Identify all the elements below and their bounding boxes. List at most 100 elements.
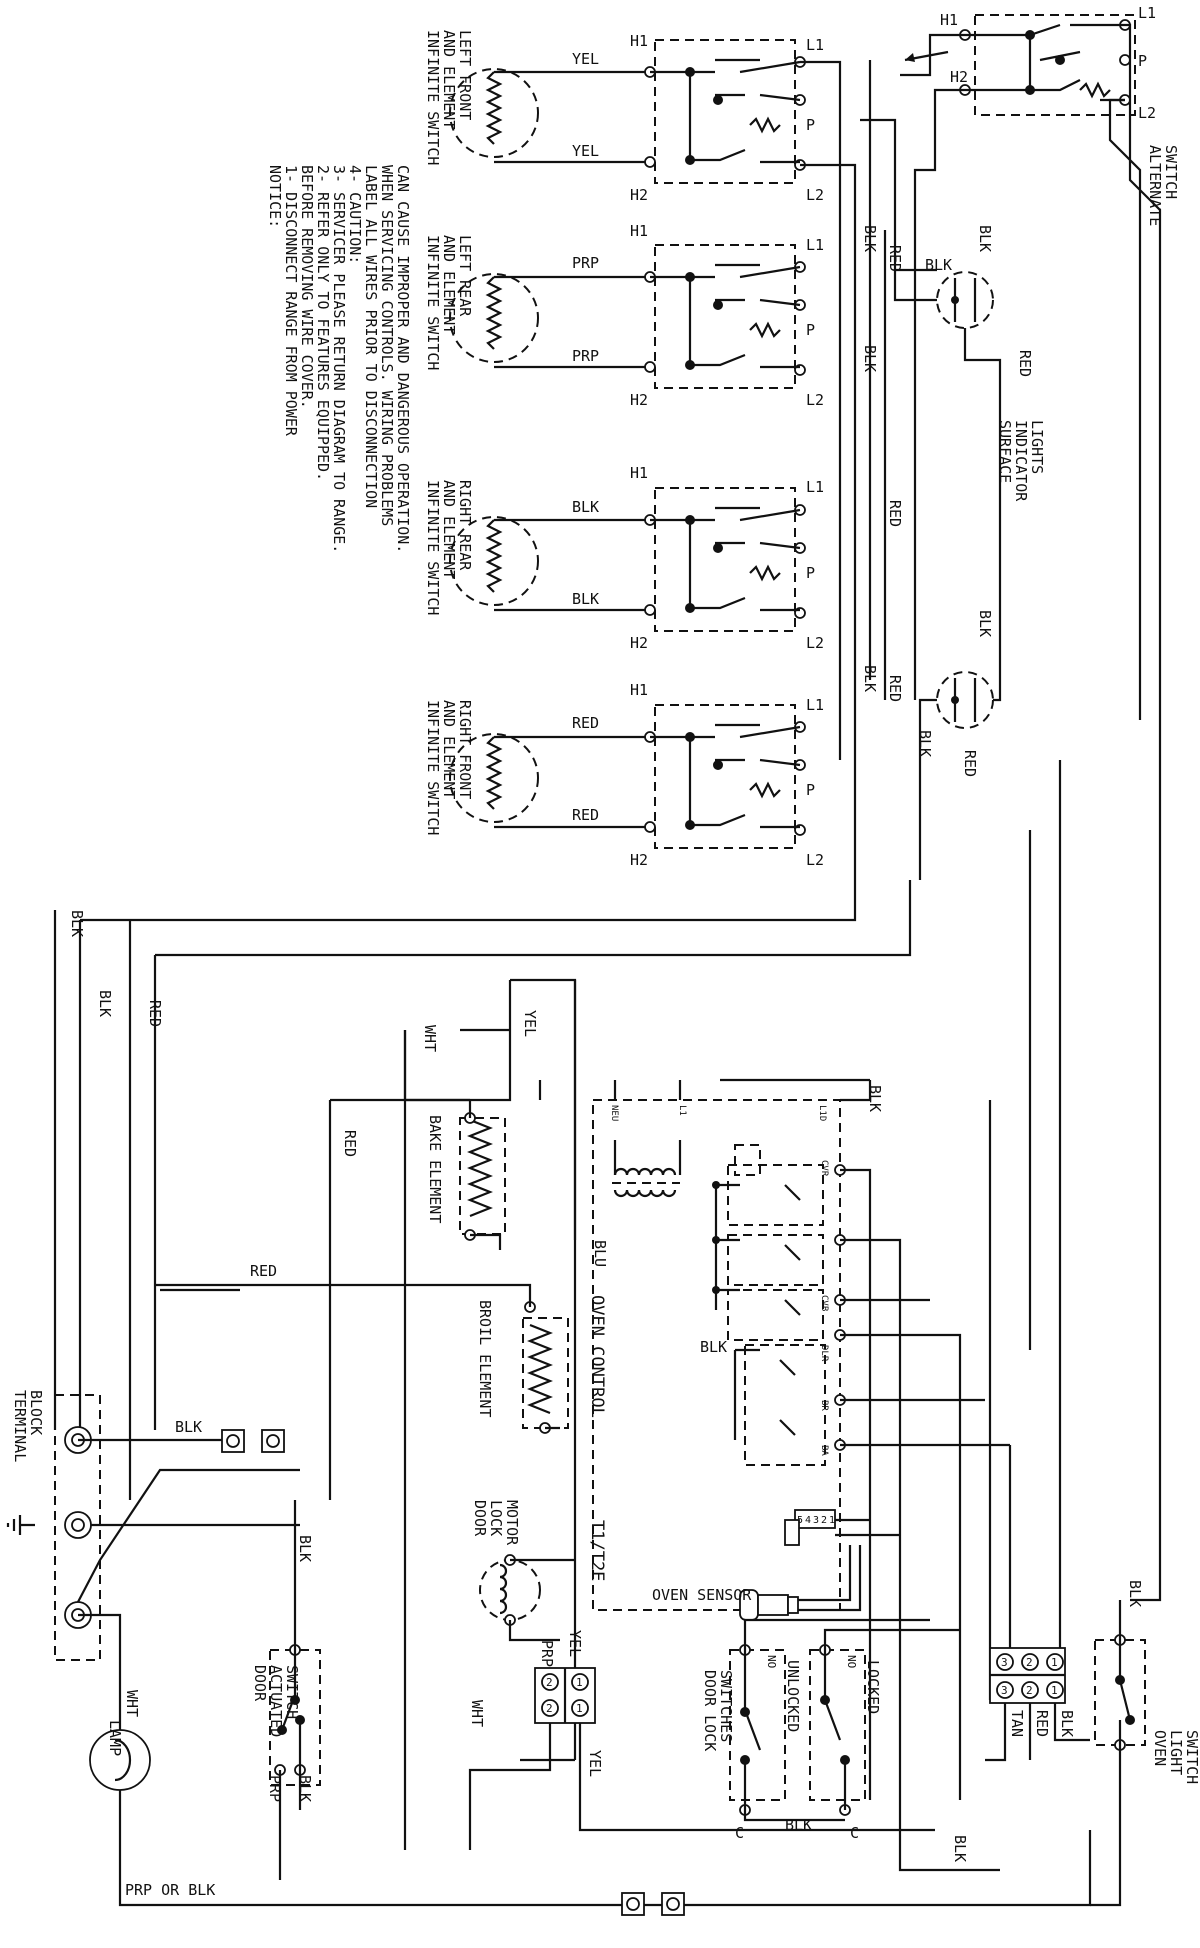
- relay-label: L1D: [817, 1105, 827, 1121]
- svg-text:INFINITE SWITCH: INFINITE SWITCH: [424, 235, 442, 370]
- switch-title: INFINITE SWITCH AND ELEMENT RIGHT REAR: [424, 480, 474, 615]
- plug-number: 1: [576, 1702, 583, 1715]
- oven-sensor-label: OVEN SENSOR: [652, 1586, 752, 1604]
- surface-switch-right-front: INFINITE SWITCH AND ELEMENT RIGHT FRONT …: [424, 681, 824, 869]
- plug-number: 1: [576, 1676, 583, 1689]
- wire-label: BLK: [296, 1535, 314, 1562]
- switch-title: INFINITE SWITCH AND ELEMENT LEFT REAR: [424, 235, 474, 370]
- wire-label: WHT: [123, 1690, 141, 1717]
- pin-label: 5: [797, 1515, 803, 1526]
- element-circle: [449, 68, 539, 158]
- notice-line: CAN CAUSE IMPROPER AND DANGEROUS OPERATI…: [394, 165, 412, 553]
- bake-element: BAKE ELEMENT YEL WHT: [403, 980, 539, 1250]
- element-circle: [449, 516, 539, 606]
- wire-label: PRP: [266, 1775, 284, 1802]
- door-lock-motor: DOOR LOCK MOTOR YEL PRP 2 1 2 1 WHT YEL: [468, 1500, 935, 1850]
- wire-label: RED: [250, 1262, 277, 1280]
- wire-label: BLK: [866, 1085, 884, 1112]
- switch-title: INFINITE SWITCH AND ELEMENT LEFT FRONT: [424, 30, 474, 165]
- oven-control-label: OVEN CONTROL: [587, 1295, 607, 1418]
- terminal-h1: H1: [630, 681, 648, 699]
- oven-light-switch-title: LIGHT: [1167, 1730, 1185, 1775]
- wire-label: YEL: [566, 1630, 584, 1657]
- svg-text:LEFT FRONT: LEFT FRONT: [456, 30, 474, 120]
- notice-line: NOTICE:: [266, 165, 284, 228]
- wire-label: RED: [886, 675, 904, 702]
- alternate-switch-title: ALTERNATE: [1146, 145, 1164, 226]
- wire-label: RED: [146, 1000, 164, 1027]
- door-actuated-title: DOOR: [251, 1665, 269, 1702]
- svg-text:INFINITE SWITCH: INFINITE SWITCH: [424, 700, 442, 835]
- door-actuated-title: SWITCH: [283, 1665, 301, 1719]
- wire-label: BLK: [572, 498, 599, 516]
- wire-label: YEL: [586, 1750, 604, 1777]
- wire-label: PRP: [572, 254, 599, 272]
- wire-label: BLK: [1058, 1710, 1076, 1737]
- wire-label: BLK: [916, 730, 934, 757]
- terminal-p: P: [806, 321, 815, 339]
- indicator-title: LIGHTS: [1028, 420, 1046, 474]
- switch-title: INFINITE SWITCH AND ELEMENT RIGHT FRONT: [424, 700, 474, 835]
- plug-number: 1: [1051, 1684, 1058, 1697]
- three-pin-plug: 3 2 1 3 2 1 TAN RED BLK: [985, 1647, 1090, 1762]
- door-actuated-switch: BLK BLK PRP DOOR ACTUATED SWITCH: [251, 1500, 321, 1880]
- relay-label: DLR: [819, 1345, 829, 1362]
- svg-text:AND ELEMENT: AND ELEMENT: [440, 480, 458, 579]
- terminal-l1: L1: [806, 236, 824, 254]
- notice-line: BEFORE REMOVING WIRE COVER.: [298, 165, 316, 409]
- wire-label: WHT: [421, 1025, 439, 1052]
- wire-label: PRP: [572, 347, 599, 365]
- unlocked-label: UNLOCKED: [784, 1660, 802, 1732]
- wire-label: RED: [572, 806, 599, 824]
- wire-label: BLK: [68, 910, 86, 937]
- main-power-bus: BLK BLK RED RED: [53, 760, 1162, 1602]
- no-label: NO: [765, 1655, 778, 1668]
- pin-label: 2: [821, 1515, 827, 1526]
- notice-line: 3- SERVICER PLEASE RETURN DIAGRAM TO RAN…: [330, 165, 348, 553]
- terminal-l1: L1: [1138, 4, 1156, 22]
- wire-label: PRP: [538, 1640, 556, 1667]
- c-label: C: [850, 1824, 859, 1842]
- door-lock-switches-title: DOOR LOCK: [701, 1670, 719, 1751]
- wire-label: YEL: [572, 142, 599, 160]
- terminal-l1: L1: [806, 36, 824, 54]
- terminal-l2: L2: [806, 186, 824, 204]
- wire-label: RED: [341, 1130, 359, 1157]
- wire-label: RED: [886, 245, 904, 272]
- surface-switch-left-rear: INFINITE SWITCH AND ELEMENT LEFT REAR PR…: [424, 222, 824, 409]
- switch-box: [654, 487, 796, 632]
- surface-wiring: BLK RED BLK RED BLK RED: [800, 23, 1162, 880]
- plug-number: 2: [1026, 1684, 1033, 1697]
- notice-line: 1- DISCONNECT RANGE FROM POWER: [282, 165, 300, 437]
- terminal-l2: L2: [806, 851, 824, 869]
- wire-label: BLK: [925, 256, 952, 274]
- wire-label: BLK: [785, 1816, 812, 1834]
- door-lock-switches-title: SWITCHES: [717, 1670, 735, 1742]
- terminal-l2: L2: [806, 634, 824, 652]
- wire-label: YEL: [572, 50, 599, 68]
- broil-element: RED BROIL ELEMENT: [155, 1262, 569, 1434]
- wire-label: BLK: [861, 225, 879, 252]
- wire-label: RED: [1016, 350, 1034, 377]
- wire-label: BLK: [175, 1418, 202, 1436]
- door-lock-motor-title: MOTOR: [503, 1500, 521, 1546]
- terminal-h1: H1: [630, 222, 648, 240]
- pin-label: 4: [805, 1515, 811, 1526]
- wire-label: YEL: [521, 1010, 539, 1037]
- wire-label: BLU: [591, 1240, 609, 1267]
- terminal-h1: H1: [940, 11, 958, 29]
- wire-label: BLK: [861, 665, 879, 692]
- svg-text:INFINITE SWITCH: INFINITE SWITCH: [424, 30, 442, 165]
- wire-label: RED: [961, 750, 979, 777]
- terminal-h2: H2: [630, 391, 648, 409]
- svg-text:RIGHT REAR: RIGHT REAR: [456, 480, 474, 571]
- oven-light-switch-title: SWITCH: [1183, 1730, 1200, 1784]
- surface-indicator-lights: SURFACE INDICATOR LIGHTS BLK BLK RED BLK…: [916, 225, 1046, 777]
- plug-number: 1: [1051, 1656, 1058, 1669]
- relay-label: L1: [677, 1105, 687, 1116]
- wire-label: BLK: [976, 225, 994, 252]
- pin-label: 1: [829, 1515, 835, 1526]
- lamp-label: LAMP: [106, 1720, 124, 1756]
- alternate-switch-title: SWITCH: [1162, 145, 1180, 199]
- wire-label: TAN: [1008, 1710, 1026, 1737]
